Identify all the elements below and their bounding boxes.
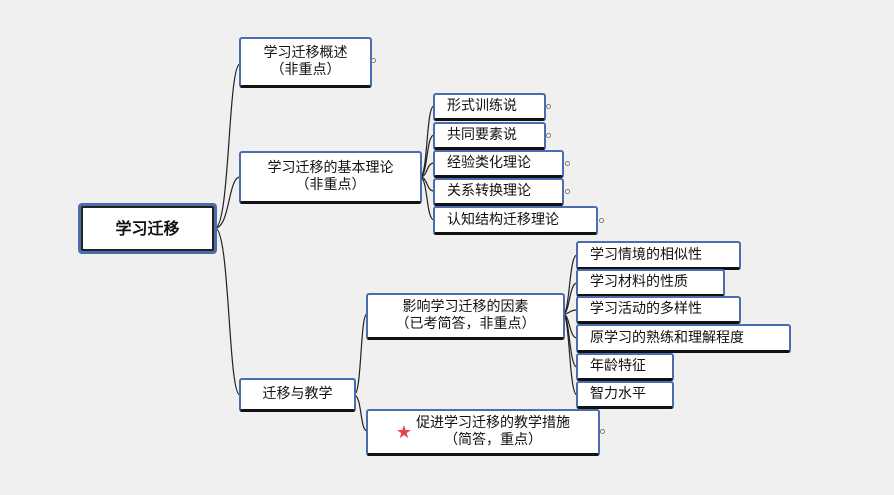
factor-item-1[interactable]: 学习情境的相似性 [576, 241, 741, 270]
collapse-toggle-icon[interactable] [546, 133, 551, 138]
node-measures-label: 促进学习迁移的教学措施 （简答，重点） [416, 415, 571, 448]
factor-item-label: 原学习的熟练和理解程度 [590, 329, 744, 346]
theory-item-label: 关系转换理论 [447, 183, 531, 199]
link-root-overview [214, 63, 241, 229]
factor-item-3[interactable]: 学习活动的多样性 [576, 296, 741, 324]
measures-content: ★ 促进学习迁移的教学措施 （简答，重点） [396, 415, 570, 449]
factor-item-4[interactable]: 原学习的熟练和理解程度 [576, 324, 791, 353]
node-overview-label: 学习迁移概述 （非重点） [263, 45, 348, 78]
link-factor-2 [562, 282, 578, 315]
theory-item-label: 认知结构迁移理论 [447, 211, 559, 228]
theory-item-4[interactable]: 关系转换理论 [433, 178, 564, 206]
collapse-toggle-icon[interactable] [565, 161, 570, 166]
collapse-toggle-icon[interactable] [565, 189, 570, 194]
link-theory-1 [419, 105, 435, 178]
theory-item-3[interactable]: 经验类化理论 [433, 150, 564, 178]
factor-item-2[interactable]: 学习材料的性质 [576, 269, 725, 297]
node-theory[interactable]: 学习迁移的基本理论 （非重点） [239, 151, 422, 204]
collapse-toggle-icon[interactable] [599, 218, 604, 223]
root-label: 学习迁移 [115, 219, 180, 238]
node-overview[interactable]: 学习迁移概述 （非重点） [239, 37, 372, 88]
node-teaching[interactable]: 迁移与教学 [239, 378, 356, 412]
factor-item-label: 学习材料的性质 [590, 274, 688, 290]
link-teaching-factors [353, 313, 368, 396]
node-theory-label: 学习迁移的基本理论 （非重点） [267, 160, 394, 193]
link-root-theory [214, 176, 241, 229]
factor-item-5[interactable]: 年龄特征 [576, 353, 674, 381]
theory-item-label: 共同要素说 [447, 127, 517, 143]
theory-item-1[interactable]: 形式训练说 [433, 93, 546, 121]
link-root-teaching [214, 227, 241, 396]
theory-item-2[interactable]: 共同要素说 [433, 122, 546, 150]
theory-item-label: 形式训练说 [447, 98, 517, 114]
node-teaching-label: 迁移与教学 [262, 386, 333, 402]
factor-item-label: 学习活动的多样性 [590, 301, 702, 317]
collapse-toggle-icon[interactable] [371, 58, 376, 63]
factor-item-label: 学习情境的相似性 [590, 246, 702, 263]
star-icon: ★ [395, 421, 413, 443]
factor-item-label: 年龄特征 [590, 358, 646, 374]
collapse-toggle-icon[interactable] [600, 429, 605, 434]
node-factors[interactable]: 影响学习迁移的因素 （已考简答，非重点） [366, 293, 565, 340]
root-node[interactable]: 学习迁移 [78, 203, 217, 254]
node-measures[interactable]: ★ 促进学习迁移的教学措施 （简答，重点） [366, 409, 600, 456]
theory-item-5[interactable]: 认知结构迁移理论 [433, 206, 598, 235]
node-factors-label: 影响学习迁移的因素 （已考简答，非重点） [395, 299, 536, 332]
factor-item-6[interactable]: 智力水平 [576, 381, 674, 409]
factor-item-label: 智力水平 [590, 386, 646, 402]
collapse-toggle-icon[interactable] [546, 104, 551, 109]
theory-item-label: 经验类化理论 [447, 155, 531, 171]
